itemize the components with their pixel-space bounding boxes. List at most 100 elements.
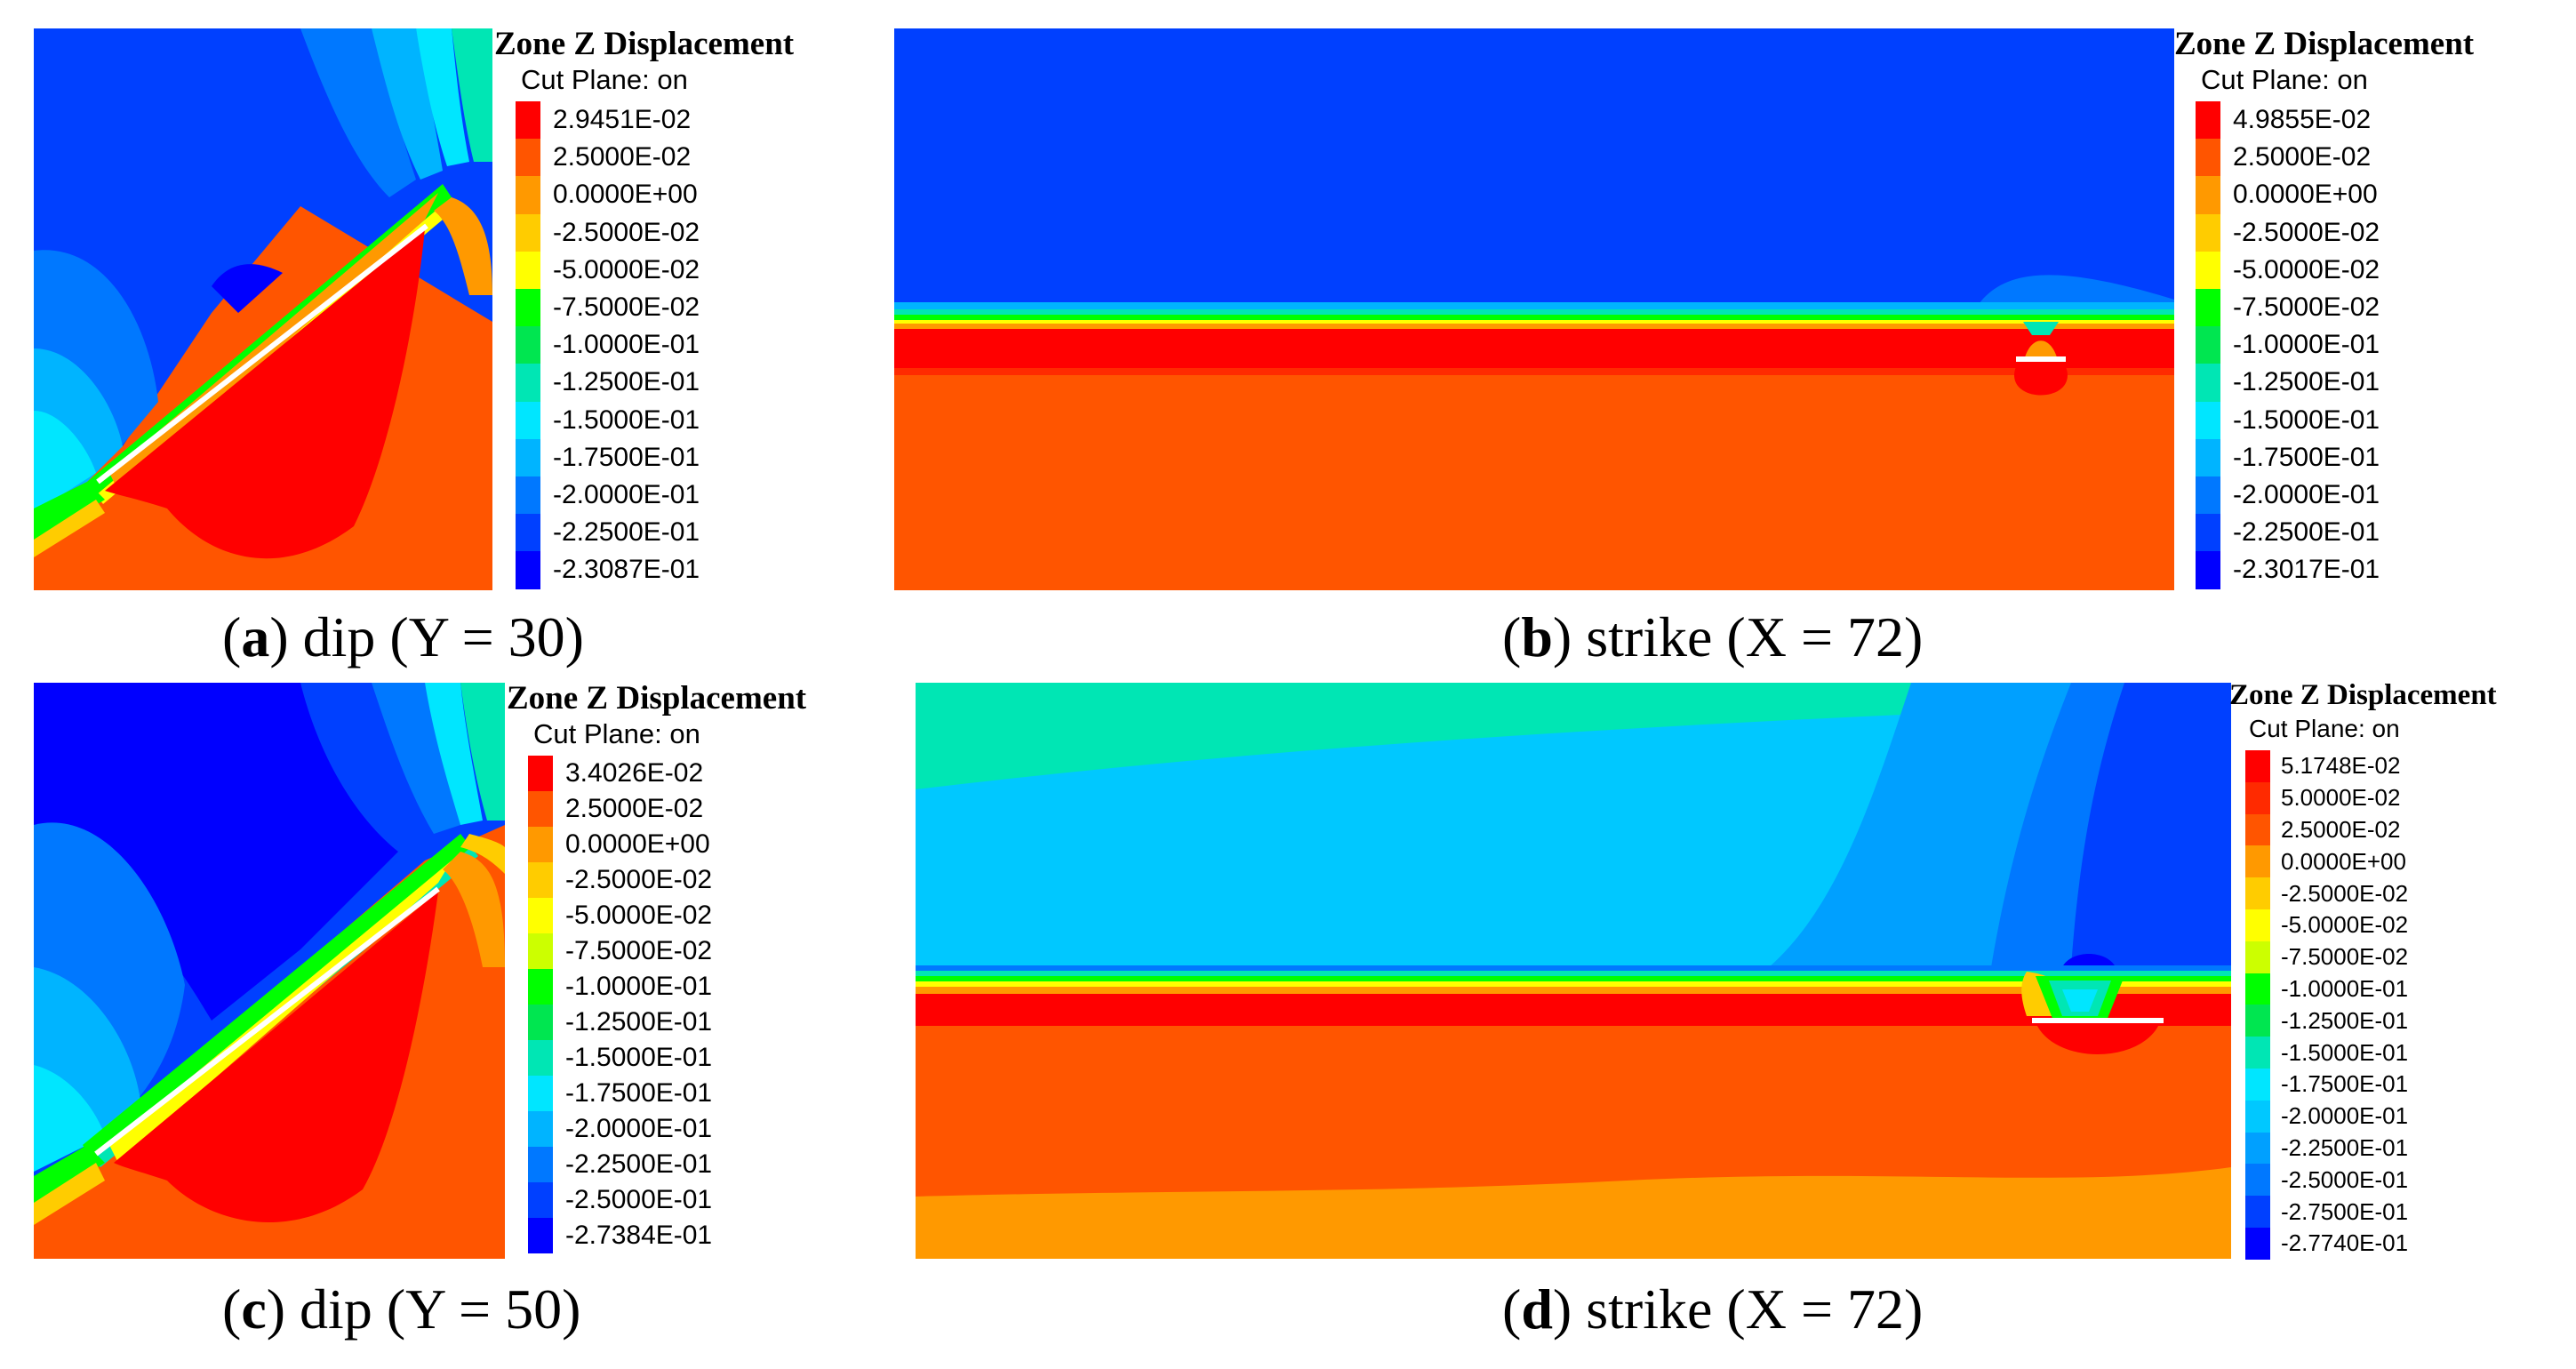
legend-entry: -2.5000E-02 — [2245, 877, 2408, 909]
legend-swatch — [2245, 1196, 2270, 1228]
legend-swatch — [2245, 813, 2270, 846]
legend-swatch — [2196, 551, 2220, 589]
legend-entry: -1.2500E-01 — [2196, 364, 2380, 402]
legend-label: -1.5000E-01 — [553, 404, 700, 435]
legend-swatch — [528, 1218, 553, 1253]
legend-swatch — [528, 827, 553, 862]
legend-entry: -7.5000E-02 — [2245, 941, 2408, 973]
caption-letter: d — [1521, 1277, 1553, 1341]
legend-label: -2.3017E-01 — [2233, 555, 2380, 585]
legend-entry: -2.3017E-01 — [2196, 551, 2380, 589]
caption-text: dip (Y = 30) — [288, 605, 584, 668]
legend-swatch — [2245, 973, 2270, 1005]
legend-entry: -2.0000E-01 — [516, 476, 700, 515]
legend-label: -2.0000E-01 — [2281, 1102, 2409, 1130]
legend-entry: -2.0000E-01 — [2196, 476, 2380, 515]
legend-entry: -1.7500E-01 — [516, 438, 700, 476]
legend-entry: -2.2500E-01 — [2196, 514, 2380, 552]
legend-entry: 2.5000E-02 — [2196, 139, 2372, 177]
legend-swatch — [2245, 781, 2270, 814]
legend-label: -1.5000E-01 — [2281, 1038, 2409, 1066]
legend-entry: -5.0000E-02 — [516, 251, 700, 289]
legend-entry: 2.5000E-02 — [528, 791, 703, 827]
legend-swatch — [516, 289, 540, 327]
legend-entry: -2.5000E-01 — [528, 1182, 712, 1218]
legend-label: -2.0000E-01 — [2233, 480, 2380, 510]
legend-entry: -2.7740E-01 — [2245, 1228, 2408, 1260]
legend-label: -1.0000E-01 — [565, 972, 713, 1001]
legend-swatch — [528, 1147, 553, 1182]
legend-label: 2.5000E-02 — [2281, 815, 2401, 843]
legend-entry: -2.7384E-01 — [528, 1218, 712, 1253]
legend-swatch — [2196, 213, 2220, 252]
legend-swatch — [528, 898, 553, 933]
legend-entry: -5.0000E-02 — [2245, 909, 2408, 941]
caption-letter: a — [241, 605, 270, 668]
legend-swatch — [2245, 877, 2270, 909]
legend-swatch — [2196, 401, 2220, 439]
legend-swatch — [516, 476, 540, 515]
contour-plot-c — [34, 683, 505, 1259]
legend-entry: -2.5000E-02 — [516, 213, 700, 252]
legend-label: -1.7500E-01 — [565, 1078, 713, 1108]
legend-subtitle: Cut Plane: on — [521, 64, 688, 95]
legend-entry: 2.5000E-02 — [516, 139, 692, 177]
caption-text: dip (Y = 50) — [285, 1277, 581, 1341]
caption-letter: b — [1521, 605, 1553, 668]
legend-swatch — [528, 933, 553, 969]
legend-entry: -2.5000E-02 — [2196, 213, 2380, 252]
legend-swatch — [2196, 251, 2220, 289]
caption-text: strike (X = 72) — [1572, 1277, 1924, 1341]
legend-entry: -5.0000E-02 — [528, 898, 712, 933]
legend-entry: 5.0000E-02 — [2245, 781, 2401, 814]
legend-swatch — [516, 139, 540, 177]
legend-swatch — [516, 551, 540, 589]
legend-label: 0.0000E+00 — [553, 180, 698, 210]
legend-label: 2.9451E-02 — [553, 105, 692, 135]
legend-label: 2.5000E-02 — [2233, 142, 2372, 172]
legend-swatch — [2245, 1228, 2270, 1260]
legend-swatch — [528, 1076, 553, 1111]
legend-swatch — [2245, 1037, 2270, 1069]
legend-swatch — [516, 326, 540, 364]
legend-b: Zone Z Displacement Cut Plane: on 4.9855… — [2174, 25, 2565, 594]
legend-label: -1.7500E-01 — [2233, 442, 2380, 472]
legend-label: 0.0000E+00 — [2233, 180, 2378, 210]
caption-a: (a) dip (Y = 30) — [222, 605, 584, 668]
legend-label: -1.0000E-01 — [2233, 330, 2380, 360]
legend-swatch — [516, 364, 540, 402]
legend-label: 5.0000E-02 — [2281, 784, 2401, 812]
legend-entry: 2.9451E-02 — [516, 101, 692, 140]
legend-swatch — [2245, 909, 2270, 941]
legend-swatch — [2245, 1100, 2270, 1133]
legend-label: -5.0000E-02 — [2281, 911, 2409, 939]
legend-entry: 0.0000E+00 — [2196, 176, 2378, 214]
legend-swatch — [516, 251, 540, 289]
legend-entry: -2.7500E-01 — [2245, 1196, 2408, 1228]
legend-entry: -1.2500E-01 — [516, 364, 700, 402]
legend-label: -2.7384E-01 — [565, 1221, 713, 1250]
legend-label: 3.4026E-02 — [565, 758, 704, 788]
legend-label: 2.5000E-02 — [565, 794, 704, 823]
legend-entry: 2.5000E-02 — [2245, 813, 2401, 846]
legend-entry: -1.0000E-01 — [528, 969, 712, 1005]
legend-label: 5.1748E-02 — [2281, 752, 2401, 780]
legend-entry: 0.0000E+00 — [528, 827, 710, 862]
legend-entry: 5.1748E-02 — [2245, 750, 2400, 782]
legend-label: -5.0000E-02 — [565, 901, 713, 930]
legend-label: -2.7500E-01 — [2281, 1197, 2409, 1225]
legend-label: 2.5000E-02 — [553, 142, 692, 172]
legend-label: -1.2500E-01 — [553, 367, 700, 397]
legend-label: -2.2500E-01 — [553, 517, 700, 548]
legend-label: -2.0000E-01 — [553, 480, 700, 510]
legend-swatch — [2245, 1069, 2270, 1101]
legend-title: Zone Z Displacement — [2229, 679, 2497, 711]
legend-swatch — [516, 401, 540, 439]
legend-swatch — [2245, 750, 2270, 782]
legend-swatch — [2196, 289, 2220, 327]
legend-label: -1.5000E-01 — [2233, 404, 2380, 435]
legend-label: -1.2500E-01 — [565, 1007, 713, 1037]
legend-entry: -1.0000E-01 — [2245, 973, 2408, 1005]
legend-swatch — [2245, 1005, 2270, 1037]
legend-swatch — [2196, 326, 2220, 364]
